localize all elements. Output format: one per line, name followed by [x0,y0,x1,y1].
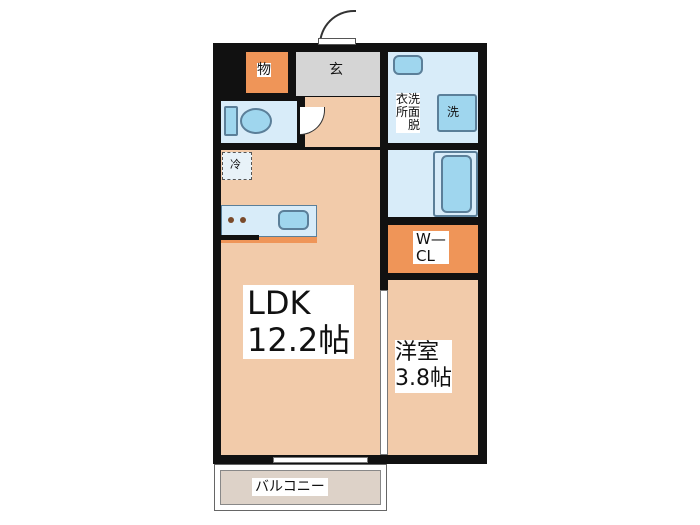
ldk-name: LDK [247,284,311,322]
bathtub-inner [441,155,472,213]
fridge-space [222,152,252,180]
stove-burner-icon [228,217,234,223]
balcony-window[interactable] [273,457,368,463]
washbasin-icon [393,55,423,75]
stove-burner-icon [240,217,246,223]
toilet-tank-icon [224,106,238,136]
toilet-bowl-icon [240,108,272,134]
wic-label-line: W— [416,230,446,248]
wic-label-line: CL [416,246,435,265]
washroom-label: 衣洗 所面 脱 [396,92,421,133]
sink-icon [278,210,309,230]
washer-label: 洗 [447,105,460,119]
storage-label: 物 [257,62,271,78]
western-room-name: 洋室 [395,340,440,365]
wic-label: W— CL [413,231,449,264]
western-room-label: 洋室 3.8帖 [395,340,452,393]
ldk-label: LDK 12.2帖 [243,284,355,359]
ldk-size: 12.2帖 [247,320,351,359]
fridge-label: 冷 [230,158,241,171]
washroom-label-line: 脱 [408,118,421,133]
washroom-label-line: 所面 [396,105,421,120]
counter-edge [221,237,317,243]
western-room-size: 3.8帖 [395,366,452,392]
room-divider-sliding-door[interactable] [380,290,388,455]
counter-wall [221,235,259,240]
entrance-label: 玄 [329,62,343,78]
washroom-label-line: 衣洗 [396,92,421,106]
entry-door[interactable] [318,38,356,45]
balcony-label: バルコニー [252,478,328,496]
